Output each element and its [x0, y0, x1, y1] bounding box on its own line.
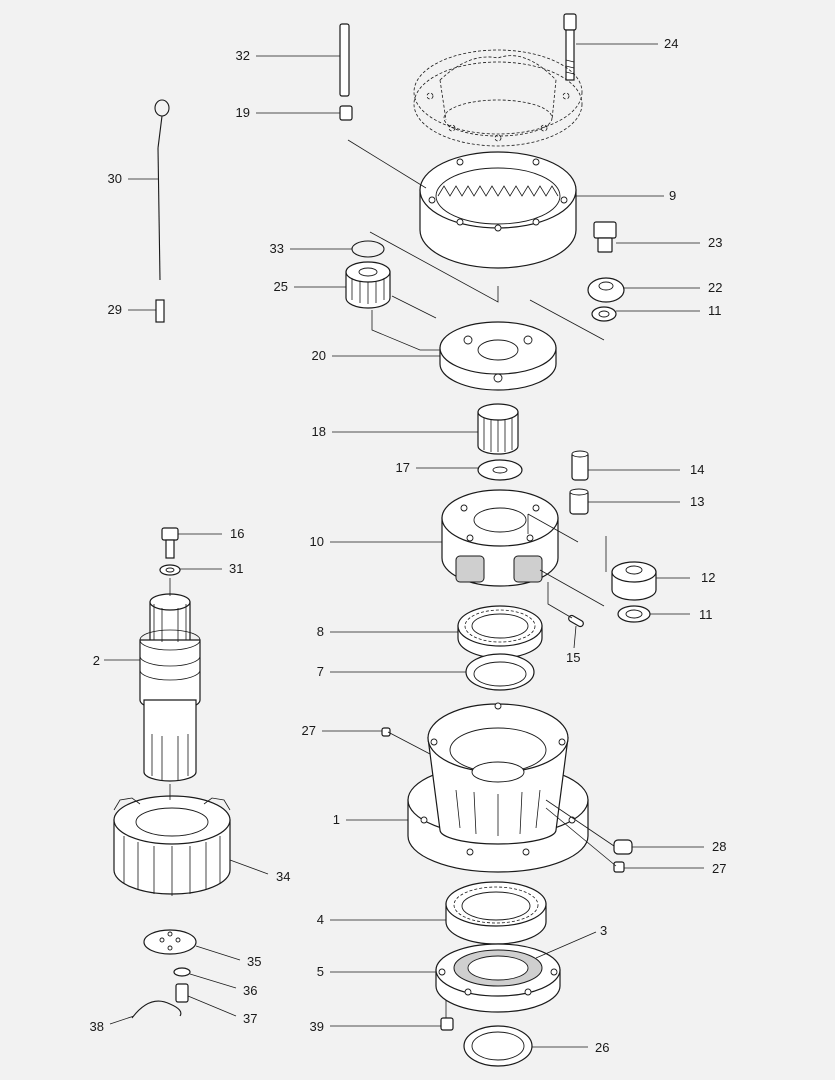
label-7: 7: [317, 664, 324, 679]
label-19: 19: [236, 105, 250, 120]
label-36: 36: [243, 983, 257, 998]
part-18-sun-gear: [477, 403, 519, 455]
assembly-lines: [169, 139, 617, 1018]
part-27-nipple-upper: [381, 727, 391, 737]
part-29-tube: [155, 299, 165, 323]
label-16: 16: [230, 526, 244, 541]
part-26-ring: [463, 1025, 533, 1067]
part-25-planet-gear: [345, 261, 391, 309]
label-5: 5: [317, 964, 324, 979]
part-30-dipstick: [154, 99, 170, 281]
part-35-plate: [143, 929, 197, 955]
label-2: 2: [93, 653, 100, 668]
part-14-pin: [571, 450, 589, 481]
label-10: 10: [310, 534, 324, 549]
part-13-bushing: [569, 488, 589, 515]
label-22: 22: [708, 280, 722, 295]
label-34: 34: [276, 869, 290, 884]
part-39-bolt: [440, 1017, 454, 1031]
motor-flange-phantom: [413, 49, 583, 147]
part-27-nipple-lower: [613, 861, 625, 873]
part-5-flange: [435, 943, 561, 1013]
part-11-washer-lower: [617, 605, 651, 623]
label-4: 4: [317, 912, 324, 927]
part-9-ring-gear: [419, 151, 577, 269]
label-29: 29: [108, 302, 122, 317]
label-31: 31: [229, 561, 243, 576]
label-37: 37: [243, 1011, 257, 1026]
part-labels: 32 19 24 9 23 22 11 33 25 30 29 20 18 17…: [90, 36, 727, 1055]
label-24: 24: [664, 36, 678, 51]
part-8-bearing: [457, 605, 543, 659]
part-22-planet-gear: [587, 277, 625, 303]
label-38: 38: [90, 1019, 104, 1034]
label-11-lower: 11: [699, 607, 713, 622]
label-32: 32: [236, 48, 250, 63]
part-7-seal: [465, 653, 535, 691]
part-23-plug: [593, 221, 617, 253]
label-25: 25: [274, 279, 288, 294]
part-19-bushing: [339, 105, 353, 121]
label-13: 13: [690, 494, 704, 509]
label-12: 12: [701, 570, 715, 585]
part-1-housing: [407, 702, 589, 873]
label-35: 35: [247, 954, 261, 969]
label-8: 8: [317, 624, 324, 639]
label-28: 28: [712, 839, 726, 854]
label-26: 26: [595, 1040, 609, 1055]
part-20-carrier: [439, 321, 557, 391]
part-2-pinion-shaft: [139, 593, 201, 782]
label-15: 15: [566, 650, 580, 665]
label-3: 3: [600, 923, 607, 938]
label-1: 1: [333, 812, 340, 827]
part-17-thrust-washer: [477, 459, 523, 481]
label-9: 9: [669, 188, 676, 203]
part-28-plug: [613, 839, 633, 855]
label-20: 20: [312, 348, 326, 363]
part-15-dowel: [568, 614, 584, 628]
part-37-bolt: [175, 983, 189, 1003]
label-27-lower: 27: [712, 861, 726, 876]
part-31-washer: [159, 564, 181, 576]
part-11-washer-upper: [591, 306, 617, 322]
part-16-bolt: [161, 527, 179, 559]
label-39: 39: [310, 1019, 324, 1034]
part-10-carrier-housing: [441, 489, 559, 587]
label-18: 18: [312, 424, 326, 439]
part-38-clip: [131, 1000, 182, 1019]
part-34-spur-gear: [113, 795, 231, 896]
label-27-upper: 27: [302, 723, 316, 738]
label-11-upper: 11: [708, 303, 722, 318]
label-14: 14: [690, 462, 704, 477]
part-32-pin: [339, 23, 350, 97]
label-30: 30: [108, 171, 122, 186]
part-33-snap-ring: [351, 240, 385, 258]
label-23: 23: [708, 235, 722, 250]
leader-lines: [104, 43, 704, 1048]
part-4-bearing: [445, 881, 547, 945]
part-12-planet-gear: [611, 561, 657, 601]
part-36-washer: [173, 967, 191, 977]
part-24-bolt: [563, 13, 577, 81]
label-33: 33: [270, 241, 284, 256]
label-17: 17: [396, 460, 410, 475]
